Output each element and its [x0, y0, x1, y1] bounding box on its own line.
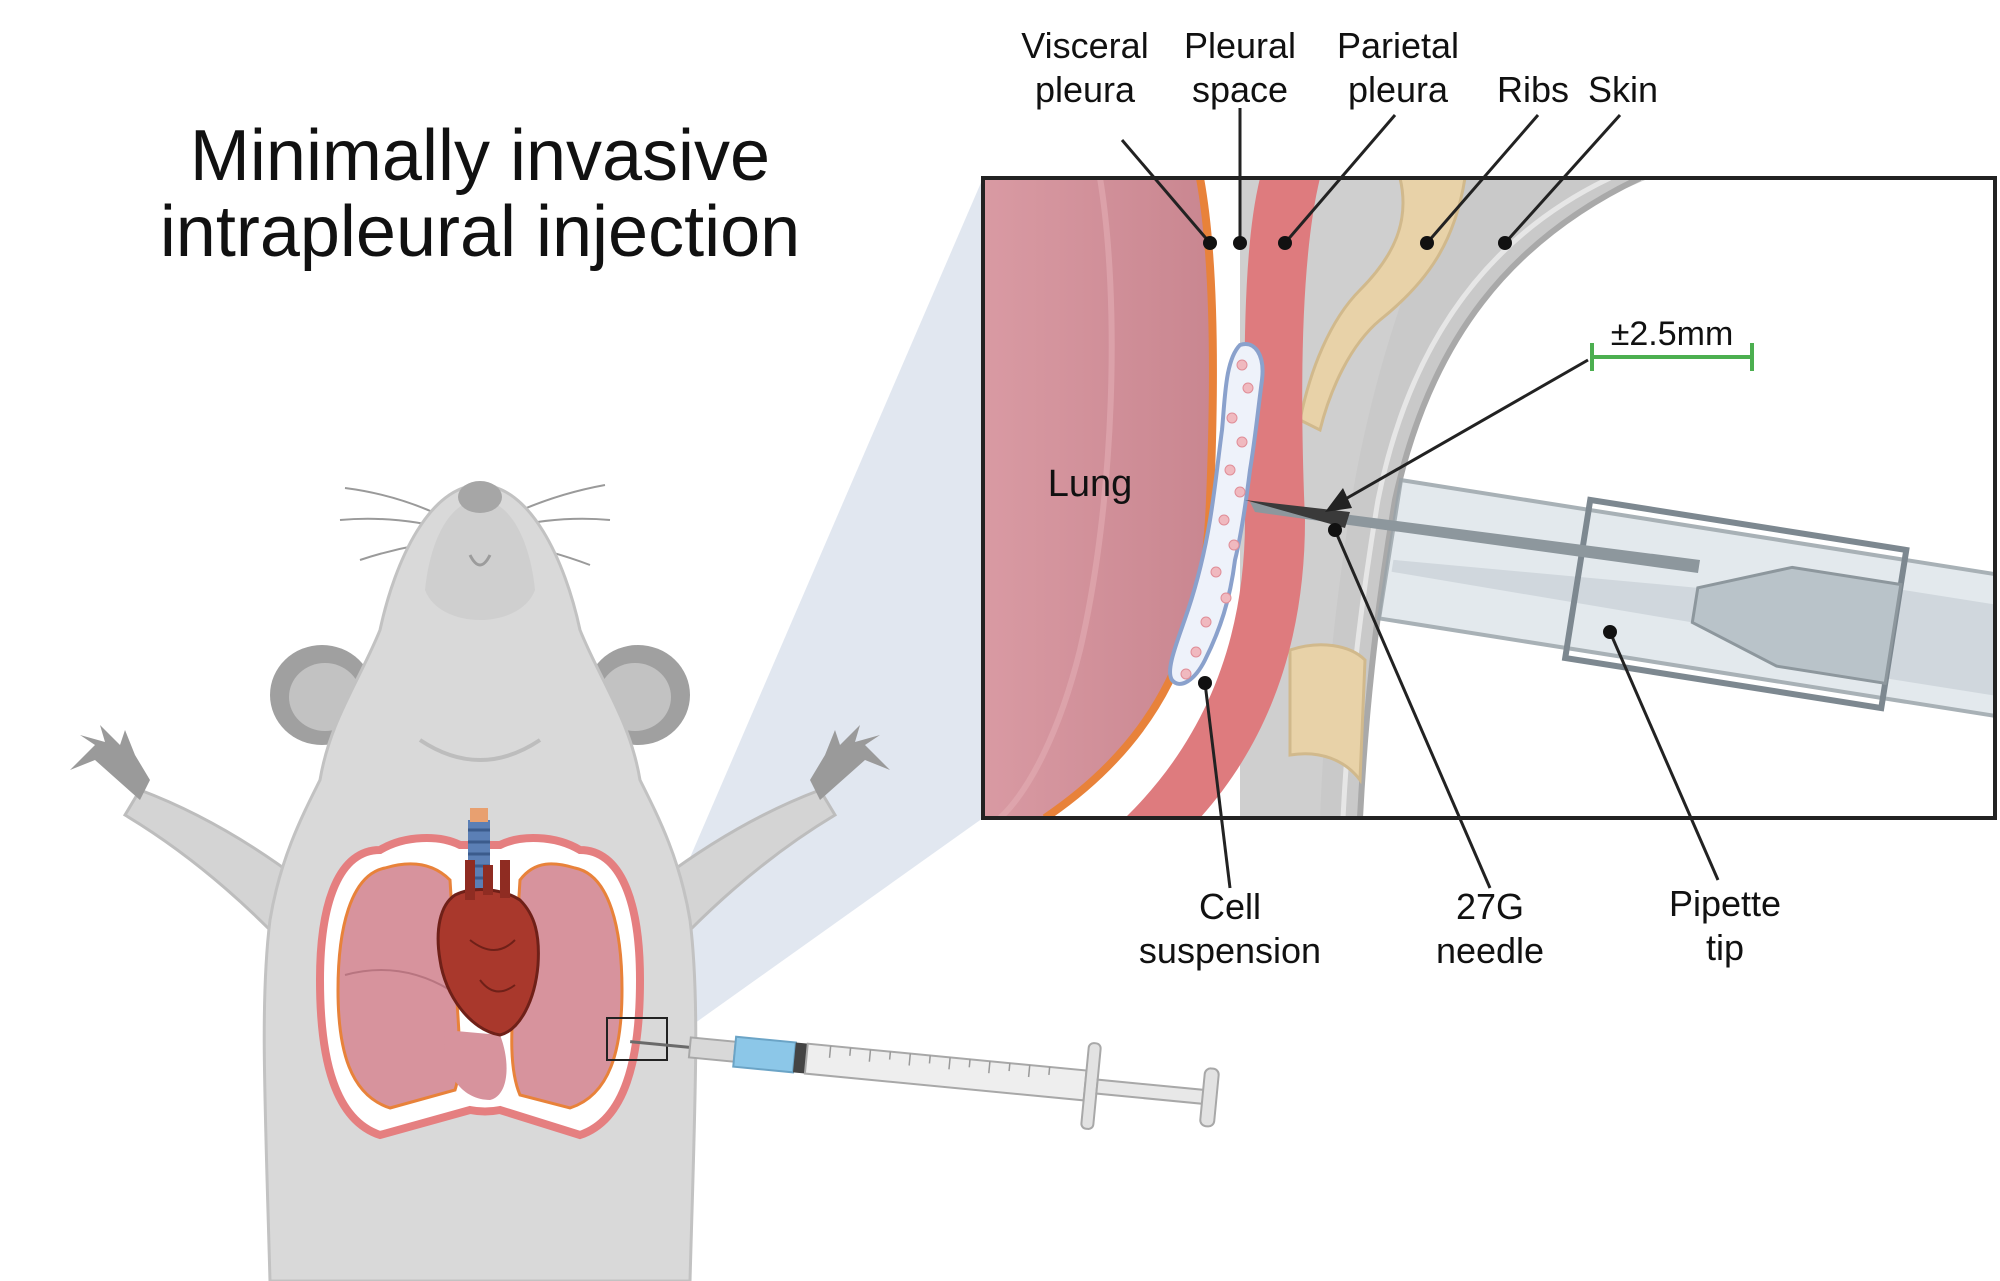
- syringe-needle: [630, 1040, 691, 1049]
- needle-bevel: [1245, 500, 1350, 528]
- mouse-illustration: [70, 481, 890, 1281]
- syringe-stopper: [792, 1042, 808, 1074]
- title-line-2: intrapleural injection: [159, 192, 801, 272]
- visceral-pleura: [1042, 178, 1217, 818]
- zoom-projection: [620, 178, 983, 1048]
- chin-line: [418, 738, 542, 762]
- scale-bar: [1590, 343, 1754, 371]
- left-lung: [336, 862, 461, 1110]
- right-arm: [658, 788, 838, 933]
- needle-arrowhead: [1325, 488, 1352, 512]
- left-paw: [70, 725, 150, 800]
- lower-organ: [444, 1030, 507, 1100]
- right-lung: [510, 862, 624, 1110]
- needle: [1250, 502, 1700, 573]
- label-needle: 27G needle: [1435, 886, 1545, 971]
- syringe: [630, 1035, 1220, 1130]
- left-lung-lobe-line: [344, 969, 451, 991]
- label-pipette-tip: Pipette tip: [1668, 883, 1782, 968]
- figure-title: Minimally invasive intrapleural injectio…: [100, 118, 860, 270]
- syringe-barrel: [803, 1042, 1088, 1102]
- syringe-plunger: [1095, 1078, 1209, 1106]
- label-pleural-space: Pleural space: [1183, 25, 1297, 110]
- left-arm: [122, 788, 302, 933]
- label-scale: ±2.5mm: [1610, 315, 1734, 353]
- nose: [458, 481, 502, 513]
- label-skin: Skin: [1587, 69, 1659, 110]
- heart: [436, 888, 540, 1037]
- leader-lines: [1120, 108, 1720, 889]
- lung-tissue: [983, 178, 1213, 818]
- syringe-thumb-press: [1199, 1067, 1220, 1128]
- label-cell-suspension: Cell suspension: [1138, 886, 1322, 971]
- cells: [1180, 359, 1254, 680]
- label-parietal-pleura: Parietal pleura: [1336, 25, 1460, 110]
- heart-vessels: [465, 860, 510, 900]
- syringe-fluid: [732, 1035, 797, 1074]
- leader-dots: [1198, 236, 1617, 690]
- cell-suspension: [1168, 342, 1265, 686]
- heart-detail: [469, 939, 516, 993]
- rib-lower: [1288, 643, 1367, 785]
- label-ribs: Ribs: [1496, 69, 1570, 110]
- right-paw: [810, 725, 890, 800]
- lung-highlight: [997, 178, 1115, 818]
- mouth: [468, 554, 492, 567]
- inset-panel: [983, 178, 1995, 818]
- syringe-graduations: [828, 1045, 1051, 1078]
- parietal-pleura: [1125, 178, 1320, 818]
- pipette-tip: [1376, 477, 1995, 720]
- head-shading: [425, 500, 535, 620]
- inset-frame: [981, 176, 1997, 820]
- skin-layer: [1320, 178, 1640, 818]
- label-visceral-pleura: Visceral pleura: [1021, 25, 1149, 110]
- syringe-hub: [687, 1036, 737, 1063]
- title-line-1: Minimally invasive: [189, 116, 771, 196]
- larynx: [470, 808, 488, 822]
- injection-site-box: [606, 1017, 668, 1061]
- label-lung: Lung: [1047, 463, 1133, 505]
